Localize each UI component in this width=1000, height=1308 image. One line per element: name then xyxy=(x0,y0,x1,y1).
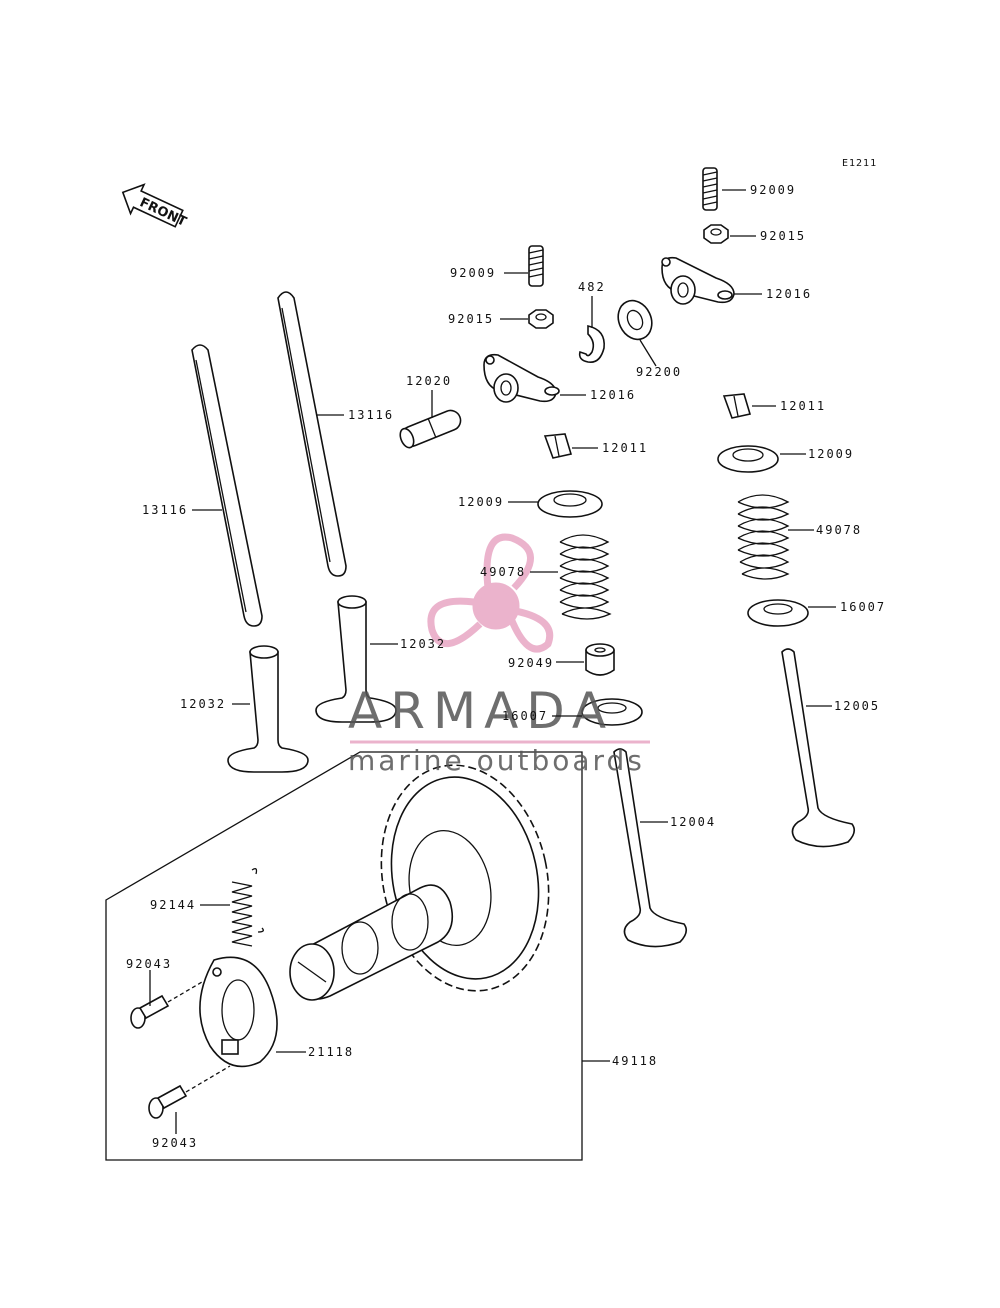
callout[interactable]: 12011 xyxy=(572,441,648,455)
valve-seat-icon xyxy=(747,599,809,627)
rocker-arm-icon xyxy=(483,353,560,403)
callout[interactable]: 12005 xyxy=(806,699,880,713)
part-number: 12011 xyxy=(780,399,826,413)
callout[interactable]: 92015 xyxy=(730,229,806,243)
rocker-arm-icon xyxy=(661,256,735,305)
part-number: 92015 xyxy=(760,229,806,243)
callout[interactable]: 92043 xyxy=(152,1112,198,1150)
tappet-icon xyxy=(315,595,397,723)
callout[interactable]: 16007 xyxy=(502,709,582,723)
callout[interactable]: 12016 xyxy=(734,287,812,301)
spring-retainer-icon xyxy=(537,490,603,518)
rocker-shaft-icon xyxy=(399,409,462,449)
callout[interactable]: 12032 xyxy=(370,637,446,651)
callout[interactable]: 92009 xyxy=(722,183,796,197)
callout[interactable]: 92015 xyxy=(448,312,528,326)
spring-icon xyxy=(231,868,264,947)
circlip-icon xyxy=(578,325,605,364)
part-number: 49078 xyxy=(480,565,526,579)
callout[interactable]: 13116 xyxy=(142,503,222,517)
front-arrow-icon: FRONT xyxy=(121,183,189,230)
part-number: 21118 xyxy=(308,1045,354,1059)
push-rod-icon xyxy=(191,344,263,627)
callout[interactable]: 92009 xyxy=(450,266,528,280)
part-number: 92200 xyxy=(636,365,682,379)
part-number: 12009 xyxy=(808,447,854,461)
push-rod-icon xyxy=(277,291,347,577)
part-number: 12009 xyxy=(458,495,504,509)
callout[interactable]: 92043 xyxy=(126,957,172,1006)
callout[interactable]: 12004 xyxy=(640,815,716,829)
part-number: 12020 xyxy=(406,374,452,388)
callout[interactable]: 12011 xyxy=(752,399,826,413)
part-number: 49078 xyxy=(816,523,862,537)
part-number: 12011 xyxy=(602,441,648,455)
part-number: 12005 xyxy=(834,699,880,713)
part-number: 13116 xyxy=(142,503,188,517)
callout[interactable]: 92200 xyxy=(636,339,682,379)
part-number: 12032 xyxy=(400,637,446,651)
part-number: 16007 xyxy=(840,600,886,614)
callout[interactable]: 12032 xyxy=(180,697,250,711)
washer-icon xyxy=(617,299,653,341)
callout[interactable]: 12009 xyxy=(458,495,538,509)
part-number: 92049 xyxy=(508,656,554,670)
part-number: 92015 xyxy=(448,312,494,326)
tappet-icon xyxy=(227,645,309,773)
stud-icon xyxy=(702,167,718,211)
camshaft-gear-icon xyxy=(380,764,550,992)
stud-icon xyxy=(528,245,544,287)
part-number: 92009 xyxy=(750,183,796,197)
watermark: ARMADA marine outboards xyxy=(348,533,650,777)
part-number: 12004 xyxy=(670,815,716,829)
valve-seat-icon xyxy=(581,698,643,726)
callout[interactable]: 92049 xyxy=(508,656,584,670)
camshaft-icon xyxy=(289,884,454,1001)
callout[interactable]: 21118 xyxy=(276,1045,354,1059)
watermark-subtitle: marine outboards xyxy=(348,744,645,777)
callout[interactable]: 49078 xyxy=(480,565,558,579)
callout[interactable]: 12020 xyxy=(406,374,452,418)
valve-icon xyxy=(613,748,688,948)
part-number: 92043 xyxy=(126,957,172,971)
propeller-icon xyxy=(427,533,554,653)
valve-keeper-icon xyxy=(722,393,752,419)
part-number: 13116 xyxy=(348,408,394,422)
spring-retainer-icon xyxy=(717,445,779,473)
callout[interactable]: 92144 xyxy=(150,898,230,912)
part-number: 12016 xyxy=(766,287,812,301)
part-number: 92144 xyxy=(150,898,196,912)
valve-spring-icon xyxy=(737,494,790,580)
valve-spring-icon xyxy=(559,534,612,620)
part-number: 12016 xyxy=(590,388,636,402)
part-number: 12032 xyxy=(180,697,226,711)
valve-keeper-icon xyxy=(543,433,573,459)
callout[interactable]: 16007 xyxy=(808,600,886,614)
bolt-icon xyxy=(130,981,203,1029)
callout[interactable]: 482 xyxy=(578,280,606,328)
part-number: 49118 xyxy=(612,1054,658,1068)
nut-icon xyxy=(703,224,729,244)
camshaft-assembly-box xyxy=(105,751,583,1161)
part-number: 482 xyxy=(578,280,606,294)
oil-seal-icon xyxy=(585,643,615,676)
callout[interactable]: 12009 xyxy=(780,447,854,461)
part-number: 92043 xyxy=(152,1136,198,1150)
valve-icon xyxy=(781,648,856,848)
callout[interactable]: 12016 xyxy=(560,388,636,402)
diagram-code: E1211 xyxy=(842,158,877,169)
governor-plate-icon xyxy=(199,956,278,1068)
nut-icon xyxy=(528,309,554,329)
part-number: 16007 xyxy=(502,709,548,723)
callout[interactable]: 13116 xyxy=(316,408,394,422)
bolt-icon xyxy=(148,1065,231,1119)
watermark-title: ARMADA xyxy=(348,682,614,740)
part-number: 92009 xyxy=(450,266,496,280)
callout[interactable]: 49078 xyxy=(788,523,862,537)
callout[interactable]: 49118 xyxy=(582,1054,658,1068)
